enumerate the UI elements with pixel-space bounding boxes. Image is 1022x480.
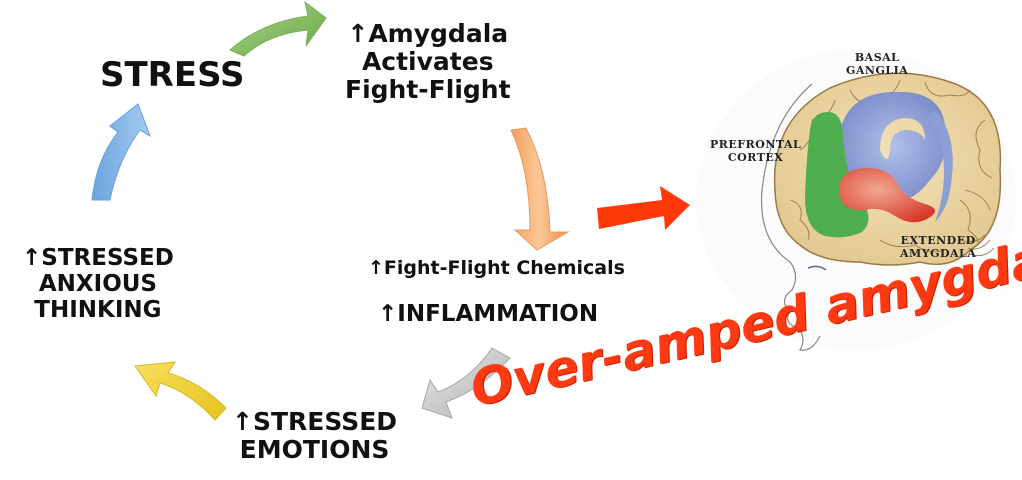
basal-ganglia-tail: [928, 110, 953, 222]
node-inflammation-line: ↑INFLAMMATION: [378, 301, 599, 327]
node-emotions-line: EMOTIONS: [239, 435, 390, 464]
label-prefrontal-line: CORTEX: [727, 150, 784, 164]
node-inflammation: ↑INFLAMMATION: [378, 301, 599, 328]
face-profile-outline: [760, 83, 821, 351]
label-extended-amygdala: EXTENDED AMYGDALA: [900, 234, 977, 260]
node-stressed-anxious-thinking: ↑STRESSED ANXIOUS THINKING: [22, 245, 174, 323]
node-amygdala-activates: ↑Amygdala Activates Fight-Flight: [345, 20, 511, 104]
face-eye: [807, 265, 827, 271]
label-basal-ganglia-line: GANGLIA: [846, 63, 909, 77]
label-basal-ganglia: BASAL GANGLIA: [846, 51, 909, 77]
node-emotions-line: ↑STRESSED: [232, 407, 398, 436]
label-extended-amygdala-line: EXTENDED: [900, 234, 976, 247]
node-amygdala-line: Fight-Flight: [345, 75, 511, 104]
node-thinking-line: THINKING: [34, 296, 162, 323]
node-stressed-emotions: ↑STRESSED EMOTIONS: [232, 408, 397, 464]
brain-folds: [789, 79, 995, 257]
node-chemicals-line: ↑Fight-Flight Chemicals: [368, 257, 625, 279]
label-prefrontal-line: PREFRONTAL: [710, 138, 802, 151]
node-amygdala-line: ↑Amygdala: [347, 19, 509, 48]
arrow-emotions-to-thinking: [134, 361, 227, 421]
node-stress-line: STRESS: [100, 55, 245, 95]
arrow-to-brain: [597, 186, 690, 230]
node-stress: STRESS: [100, 56, 245, 94]
arrow-amygdala-to-chemicals: [510, 127, 570, 251]
arrow-stress-to-amygdala: [229, 0, 327, 57]
node-amygdala-line: Activates: [361, 47, 494, 76]
label-prefrontal-cortex: PREFRONTAL CORTEX: [710, 138, 802, 164]
node-fight-flight-chemicals: ↑Fight-Flight Chemicals: [368, 257, 625, 279]
arrow-inflammation-to-emotions: [421, 347, 511, 419]
label-basal-ganglia-line: BASAL: [854, 51, 900, 64]
brain-illustration: [696, 50, 1016, 351]
node-thinking-line: ↑STRESSED: [22, 245, 174, 271]
extended-amygdala-region: [840, 168, 935, 223]
arrow-thinking-to-stress: [91, 103, 151, 201]
label-extended-amygdala-line: AMYGDALA: [900, 246, 977, 260]
node-thinking-line: ANXIOUS: [38, 270, 157, 297]
